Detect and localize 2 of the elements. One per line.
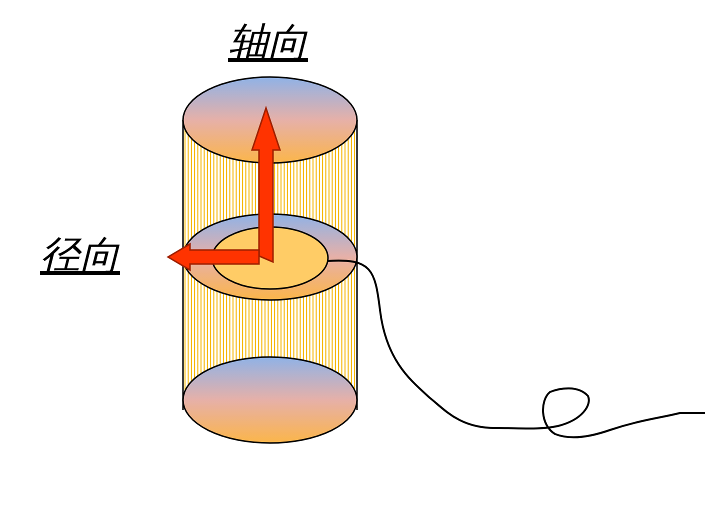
radial-direction-label: 径向 — [40, 233, 120, 279]
axial-direction-label: 轴向 — [228, 20, 308, 66]
